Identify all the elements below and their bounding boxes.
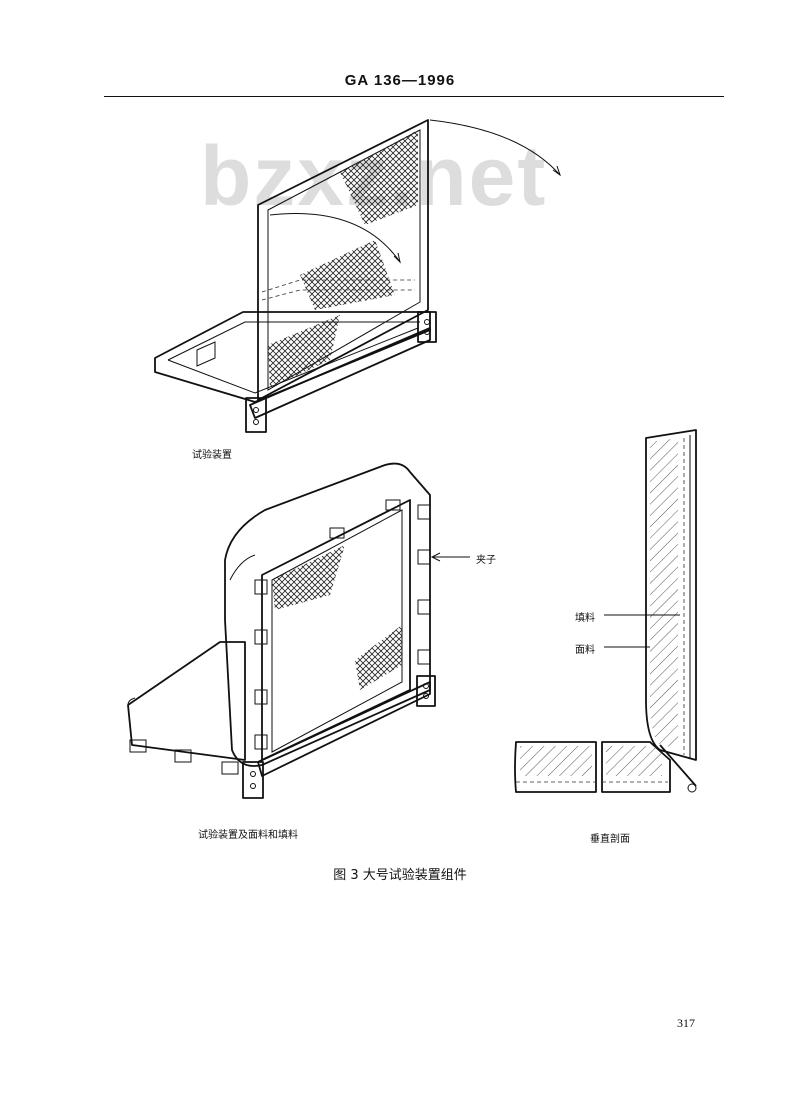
device-with-fabric-drawing bbox=[127, 462, 470, 799]
test-device-drawing bbox=[154, 119, 561, 433]
header-rule bbox=[104, 96, 724, 97]
document-code: GA 136—1996 bbox=[344, 72, 456, 89]
caption-vertical-section: 垂直剖面 bbox=[590, 834, 630, 845]
vertical-section-drawing bbox=[514, 429, 697, 793]
figure-title: 图 3 大号试验装置组件 bbox=[333, 868, 467, 883]
caption-device-with-fabric: 试验装置及面料和填料 bbox=[198, 830, 298, 841]
label-fabric: 面料 bbox=[575, 645, 595, 656]
page-number: 317 bbox=[677, 1016, 695, 1030]
label-clip: 夹子 bbox=[476, 555, 496, 566]
label-filling: 填料 bbox=[575, 613, 595, 624]
caption-test-device: 试验装置 bbox=[192, 450, 232, 461]
